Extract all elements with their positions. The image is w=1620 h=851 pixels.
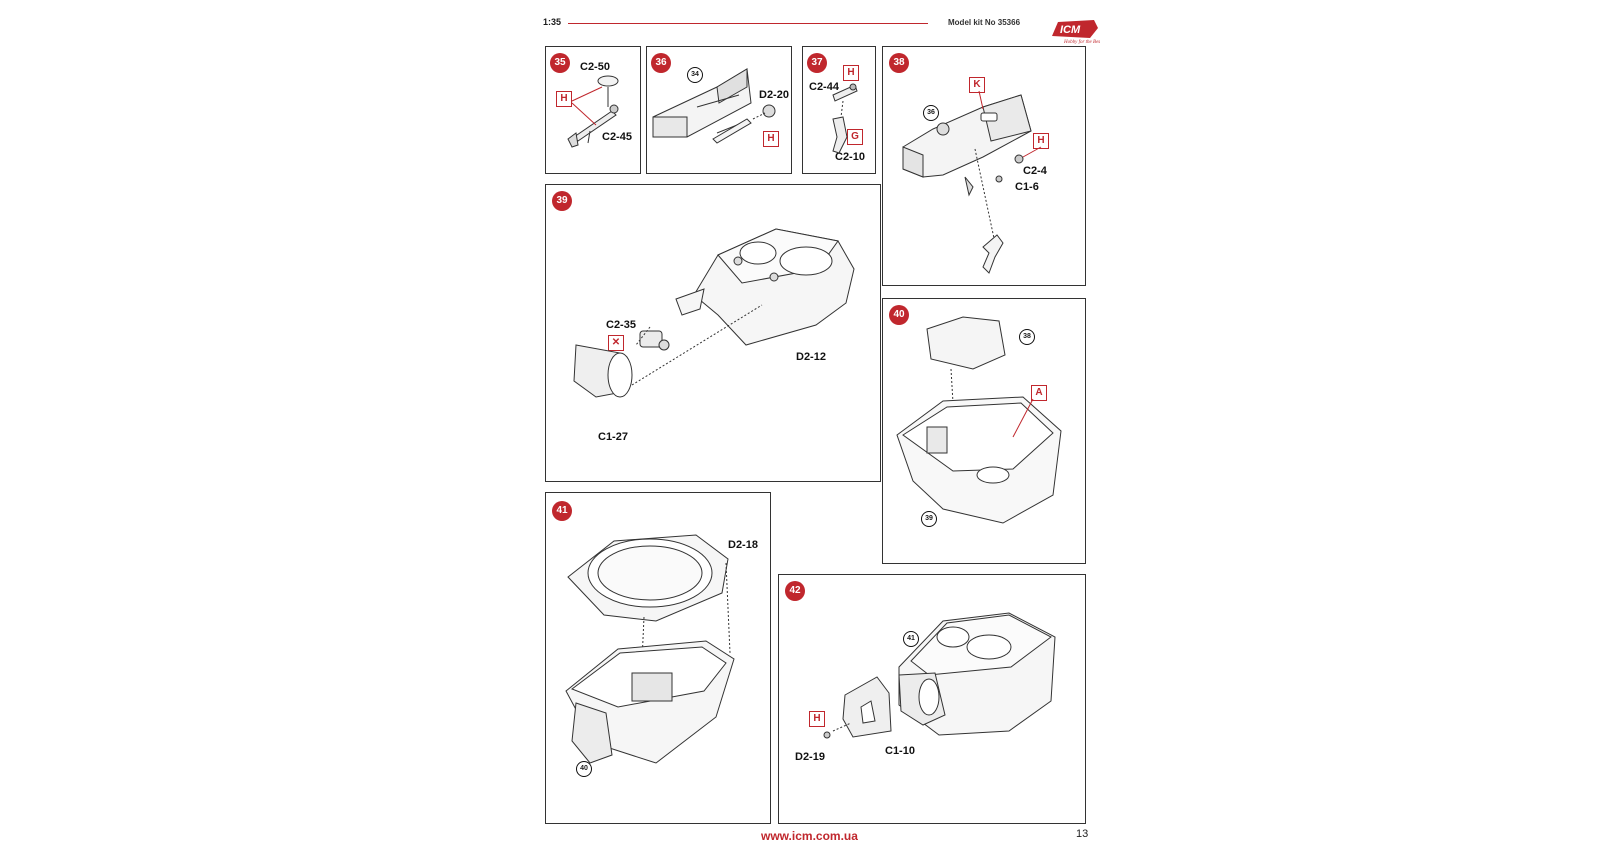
step-number: 39 (552, 191, 572, 211)
paint-code: H (763, 131, 779, 147)
part-label: C2-35 (606, 319, 636, 331)
step-reference: 36 (923, 105, 939, 121)
step-38-panel: 38 K 36 H C2-4 C1-6 (882, 46, 1086, 286)
page-number: 13 (1076, 828, 1089, 840)
step-number: 37 (807, 53, 827, 73)
icm-logo: ICM Hobby for the Best (1050, 18, 1102, 45)
part-label: C2-4 (1023, 165, 1047, 177)
paint-code-icon: ✕ (608, 335, 624, 351)
step-39-drawing (573, 228, 855, 398)
paint-code: K (969, 77, 985, 93)
kit-number: Model kit No 35366 (948, 18, 1021, 27)
step-number: 35 (550, 53, 570, 73)
step-40-drawing (896, 316, 1062, 524)
paint-code: H (556, 91, 572, 107)
part-label: C2-10 (835, 151, 865, 163)
step-reference: 41 (903, 631, 919, 647)
step-36-drawing (652, 68, 776, 144)
paint-code: H (809, 711, 825, 727)
part-label: C2-44 (809, 81, 839, 93)
step-number: 36 (651, 53, 671, 73)
scale-label: 1:35 (543, 17, 562, 27)
svg-text:ICM: ICM (1060, 24, 1081, 36)
step-42-drawing (823, 612, 1056, 739)
step-36-panel: 36 34 D2-20 H (646, 46, 792, 174)
step-37-panel: 37 H C2-44 G C2-10 (802, 46, 876, 174)
svg-text:Hobby for the Best: Hobby for the Best (1063, 40, 1100, 44)
part-label: C1-10 (885, 745, 915, 757)
part-label: C2-45 (602, 131, 632, 143)
step-35-drawing (567, 75, 619, 148)
step-35-panel: 35 C2-50 H C2-45 (545, 46, 641, 174)
paint-code: H (1033, 133, 1049, 149)
part-label: C2-50 (580, 61, 610, 73)
header-rule (568, 23, 928, 24)
step-number: 38 (889, 53, 909, 73)
paint-code: H (843, 65, 859, 81)
step-reference: 34 (687, 67, 703, 83)
step-40-panel: 40 38 A 39 (882, 298, 1086, 564)
footer-url[interactable]: www.icm.com.ua (761, 829, 858, 843)
step-number: 42 (785, 581, 805, 601)
step-41-panel: 41 D2-18 40 (545, 492, 771, 824)
step-41-drawing (565, 534, 735, 764)
part-label: D2-18 (728, 539, 758, 551)
part-label: C1-27 (598, 431, 628, 443)
part-label: D2-12 (796, 351, 826, 363)
part-label: C1-6 (1015, 181, 1039, 193)
step-37-drawing (832, 83, 858, 154)
step-reference: 39 (921, 511, 937, 527)
step-reference: 38 (1019, 329, 1035, 345)
paint-code: A (1031, 385, 1047, 401)
step-number: 40 (889, 305, 909, 325)
step-39-panel: 39 C2-35 ✕ D2-12 C1-27 (545, 184, 881, 482)
part-label: D2-20 (759, 89, 789, 101)
step-38-drawing (902, 90, 1042, 274)
step-reference: 40 (576, 761, 592, 777)
part-label: D2-19 (795, 751, 825, 763)
step-number: 41 (552, 501, 572, 521)
step-42-panel: 42 41 H D2-19 C1-10 (778, 574, 1086, 824)
